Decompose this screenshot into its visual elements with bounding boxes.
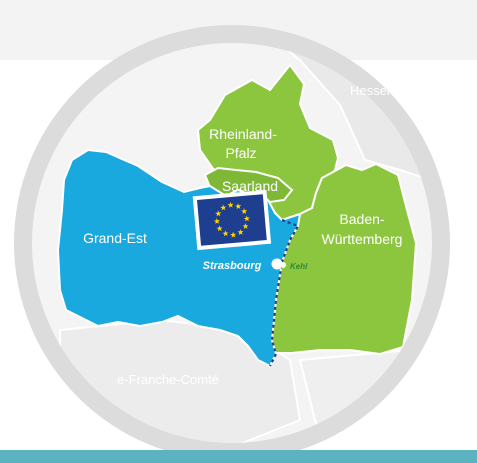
label-baden-wuerttemberg-line1: Baden- [339,211,384,227]
eu-star-icon [215,210,222,217]
eu-star-icon [213,218,220,225]
kehl-dot-icon [280,262,286,268]
eu-star-icon [243,215,250,222]
label-baden-wuerttemberg-line2: Württemberg [322,231,403,247]
eu-star-icon [241,208,248,215]
label-strasbourg: Strasbourg [203,260,262,272]
eu-star-icon [242,223,249,230]
label-bourgogne-franche-comte: e-Franche-Comté [117,372,219,387]
label-rheinland-pfalz-line1: Rheinland- [209,126,277,142]
city-dot-icon [271,258,283,270]
label-rheinland-pfalz-line2: Pfalz [225,145,256,161]
eu-flag-stars [213,201,250,238]
label-hessen: Hessen [350,83,394,98]
eu-star-icon [235,203,242,210]
eu-flag-field [197,194,267,246]
label-kehl: Kehl [290,262,308,271]
eu-star-icon [237,229,244,236]
rhine-border-line [269,218,300,367]
bottom-bar [0,450,477,463]
eu-flag-icon [192,189,272,251]
eu-star-icon [220,204,227,211]
eu-star-icon [222,230,229,237]
eu-star-icon [230,231,237,238]
label-saarland: Saarland [222,178,278,194]
eu-star-icon [227,201,234,208]
eu-star-icon [216,225,223,232]
label-grand-est: Grand-Est [83,230,147,246]
